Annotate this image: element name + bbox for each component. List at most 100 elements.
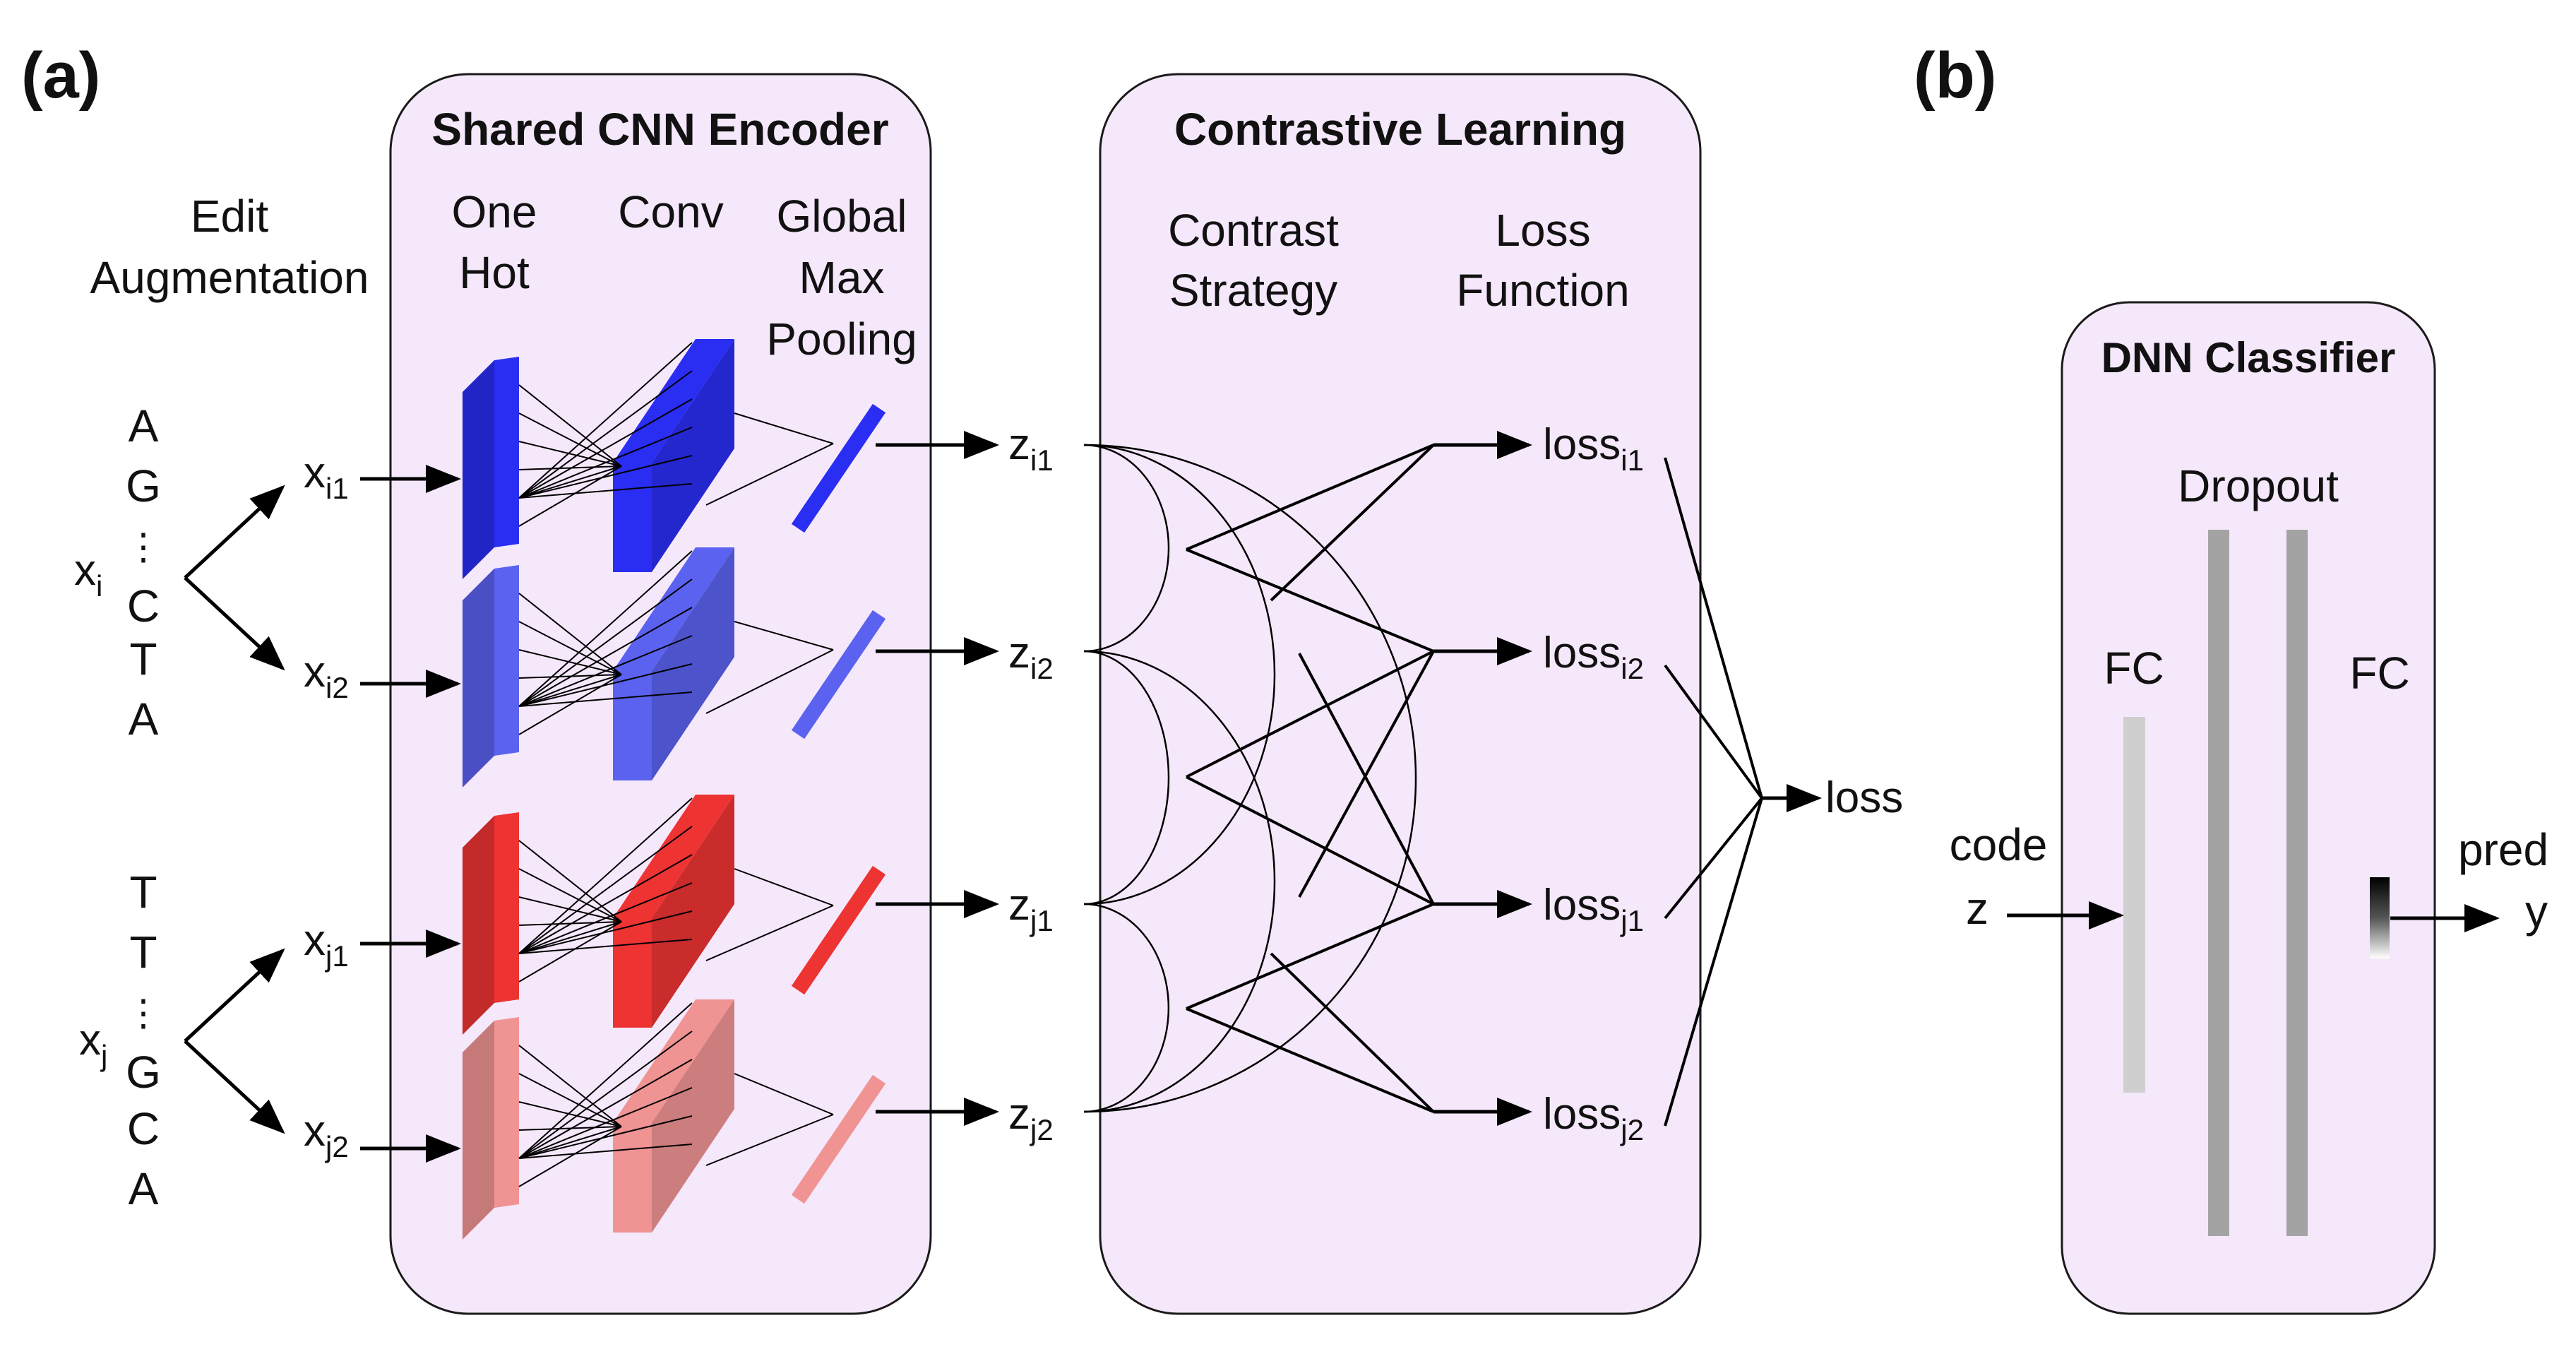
connection-line — [518, 1126, 622, 1187]
connection-line — [518, 1002, 693, 1159]
xi-letter: A — [129, 694, 159, 744]
contrast-arcs — [1083, 444, 1417, 1113]
one-hot-side — [463, 360, 494, 579]
dropout-label: Dropout — [2178, 461, 2339, 511]
connection-line — [518, 910, 693, 954]
connection-line — [518, 674, 622, 735]
connection-line — [518, 427, 693, 499]
one-hot-side — [463, 816, 494, 1035]
input-label-line1: code — [1950, 819, 2048, 870]
one-hot-conv-connections — [518, 550, 693, 735]
loss-i1-label: lossi1 — [1543, 420, 1644, 477]
connection-line — [518, 896, 622, 922]
edit-augmentation-line1: Edit — [191, 191, 269, 242]
xj-label: xj — [79, 1016, 107, 1072]
encoder-row-j2 — [463, 999, 886, 1240]
encoder-row-j1 — [463, 795, 886, 1035]
xj-letter: C — [127, 1103, 160, 1154]
connection-line — [518, 465, 622, 470]
embedding-arrows — [876, 431, 999, 1126]
contrast-connections — [1186, 444, 1435, 1113]
connection-line — [518, 663, 693, 707]
encoder-row-i2 — [463, 547, 886, 788]
sequence-xj: T T ⋮ G C A — [125, 867, 162, 1214]
connection-line — [518, 840, 622, 922]
panel-b-label: (b) — [1914, 40, 1996, 112]
connection-line — [518, 607, 693, 707]
augmentation-arrows — [184, 485, 285, 1134]
connection-line — [518, 1101, 622, 1127]
encoder-title: Shared CNN Encoder — [431, 104, 888, 155]
x-j2-label: xj2 — [304, 1107, 349, 1163]
pooling-vector — [791, 1074, 886, 1204]
connection-line — [518, 854, 693, 954]
conv-side-face — [652, 339, 734, 572]
connection-line — [518, 550, 693, 707]
fc-layer-bar — [2123, 717, 2145, 1093]
connection-line — [518, 441, 622, 467]
conv-pool-line — [705, 649, 834, 714]
input-arrows — [360, 465, 461, 1163]
one-hot-line2: Hot — [459, 247, 530, 298]
conv-top-face — [613, 999, 734, 1123]
one-hot-block — [494, 565, 519, 756]
one-hot-block — [494, 1017, 519, 1208]
x-i1-label: xi1 — [304, 449, 349, 505]
xj-letter: T — [129, 927, 157, 978]
one-hot-side — [463, 569, 494, 788]
conv-pool-line — [705, 443, 834, 506]
connection-line — [518, 674, 622, 679]
z-j2-label: zj2 — [1008, 1090, 1054, 1146]
sequence-xi: A G ⋮ C T A — [125, 400, 162, 744]
edit-augmentation-line2: Augmentation — [90, 252, 369, 303]
classifier-panel — [2061, 301, 2436, 1315]
conv-front-face — [613, 1123, 652, 1233]
connection-line — [518, 921, 622, 982]
connection-line — [518, 398, 693, 499]
connection-line — [518, 1115, 693, 1159]
x-j1-label: xj1 — [304, 916, 349, 973]
classifier-title: DNN Classifier — [2101, 334, 2396, 381]
connection-line — [518, 649, 622, 675]
connection-line — [518, 674, 622, 707]
xi-letter: ⋮ — [125, 527, 162, 568]
loss-arrows — [1433, 431, 1532, 1126]
connection-line — [518, 593, 622, 675]
connection-line — [518, 882, 693, 954]
connection-line — [518, 465, 622, 499]
connection-line — [518, 1045, 622, 1127]
encoder-row-i1 — [463, 339, 886, 579]
connection-line — [518, 1126, 622, 1159]
one-hot-conv-connections — [518, 1002, 693, 1187]
connection-line — [518, 412, 622, 467]
xj-letter: T — [129, 867, 157, 917]
connection-line — [518, 921, 622, 954]
loss-aggregation — [1664, 457, 1822, 1127]
connection-line — [518, 1144, 693, 1159]
loss-function-line2: Function — [1456, 265, 1629, 316]
contrastive-title: Contrastive Learning — [1174, 104, 1626, 155]
connection-line — [518, 1087, 693, 1159]
xi-letter: T — [129, 634, 157, 684]
connection-line — [518, 370, 693, 499]
xi-letter: C — [127, 581, 160, 631]
conv-top-face — [613, 339, 734, 463]
conv-top-face — [613, 547, 734, 671]
conv-label: Conv — [618, 186, 723, 237]
connection-line — [518, 635, 693, 707]
conv-pool-line — [734, 621, 834, 651]
contrast-strategy-line2: Strategy — [1169, 265, 1337, 316]
contrast-strategy-line1: Contrast — [1168, 205, 1339, 256]
dropout-bar — [2208, 530, 2229, 1236]
connection-line — [518, 921, 622, 926]
conv-front-face — [613, 918, 652, 1028]
connection-line — [518, 483, 693, 499]
total-loss-label: loss — [1825, 773, 1903, 822]
xj-letter: A — [129, 1163, 159, 1214]
one-hot-conv-connections — [518, 797, 693, 982]
one-hot-side — [463, 1021, 494, 1240]
xi-letter: A — [129, 400, 159, 451]
xi-label: xi — [74, 546, 102, 602]
pooling-vector — [791, 403, 886, 533]
